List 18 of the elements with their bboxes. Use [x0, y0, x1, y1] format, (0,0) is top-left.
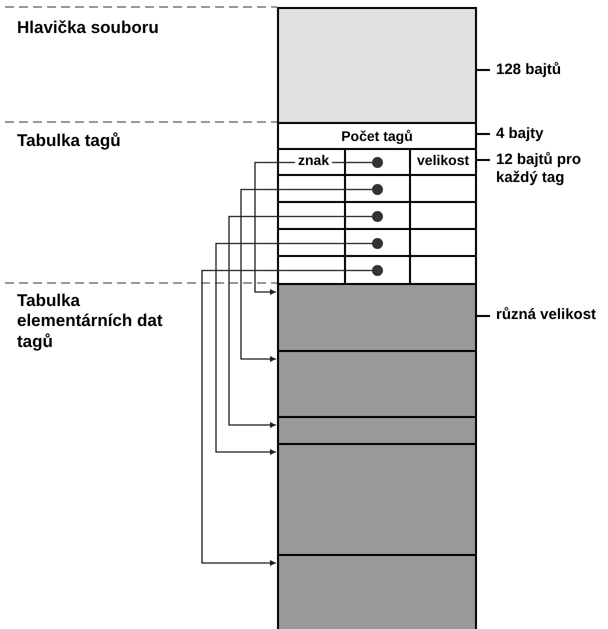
- data-block: [277, 416, 477, 445]
- size-label: 4 bajty: [496, 125, 544, 143]
- size-label: 128 bajtů: [496, 61, 562, 79]
- size-label: různá velikost: [496, 306, 596, 324]
- data-block: [277, 554, 477, 629]
- section-title: Hlavička souboru: [17, 18, 159, 38]
- size-label: 12 bajtů pro každý tag: [496, 151, 582, 187]
- data-block: [277, 350, 477, 418]
- pointer-arrow: [228, 216, 372, 428]
- count-field: Počet tagů: [277, 122, 477, 150]
- data-block: [277, 283, 477, 352]
- data-block: [277, 443, 477, 556]
- pointer-arrow: [215, 242, 372, 455]
- pointer-arrow: [201, 270, 372, 566]
- pointer-arrow: [240, 188, 372, 362]
- header-block: [277, 7, 477, 124]
- section-title: Tabulka elementárních dat tagů: [17, 291, 164, 352]
- section-title: Tabulka tagů: [17, 131, 121, 152]
